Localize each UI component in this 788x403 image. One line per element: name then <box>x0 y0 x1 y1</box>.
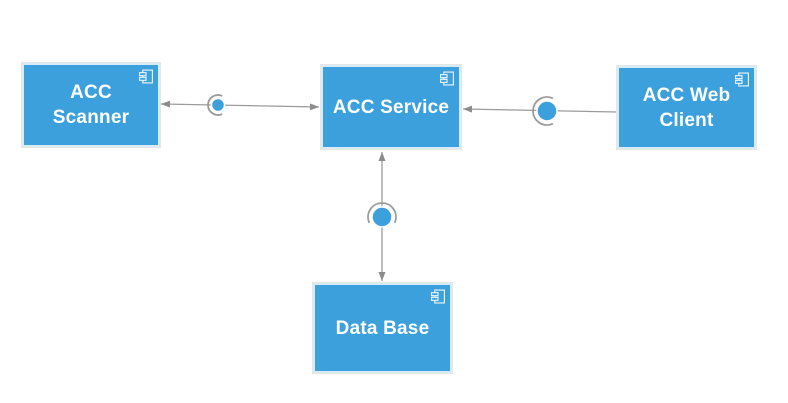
ball-interface-icon <box>536 100 558 122</box>
connector-webclient-service[interactable] <box>462 96 618 126</box>
ball-interface-icon <box>371 206 393 228</box>
uml-component-icon <box>735 72 749 87</box>
node-acc-web-client[interactable]: ACC Web Client <box>617 66 756 149</box>
arrowhead-icon <box>161 100 171 108</box>
component-label: ACC Scanner <box>52 82 130 128</box>
node-acc-service[interactable]: ACC Service <box>321 65 461 149</box>
arrowhead-icon <box>378 272 386 281</box>
ball-interface-icon <box>210 97 226 113</box>
arrowhead-icon <box>463 105 473 113</box>
node-data-base[interactable]: Data Base <box>313 283 452 373</box>
arrowhead-icon <box>378 152 386 161</box>
arrowhead-icon <box>309 103 319 111</box>
uml-component-icon <box>440 71 454 86</box>
socket-arc-icon <box>367 202 397 224</box>
socket-arc-icon <box>207 94 223 116</box>
socket-arc-icon <box>532 96 554 126</box>
node-acc-scanner[interactable]: ACC Scanner <box>22 63 160 147</box>
connector-scanner-service[interactable] <box>160 94 320 116</box>
uml-component-icon <box>431 289 445 304</box>
connector-service-database[interactable] <box>367 152 397 281</box>
component-label: ACC Web Client <box>642 84 731 131</box>
uml-component-icon <box>139 69 153 84</box>
component-label: ACC Service <box>332 96 450 118</box>
connector-line <box>160 103 320 108</box>
component-label: Data Base <box>335 317 430 339</box>
